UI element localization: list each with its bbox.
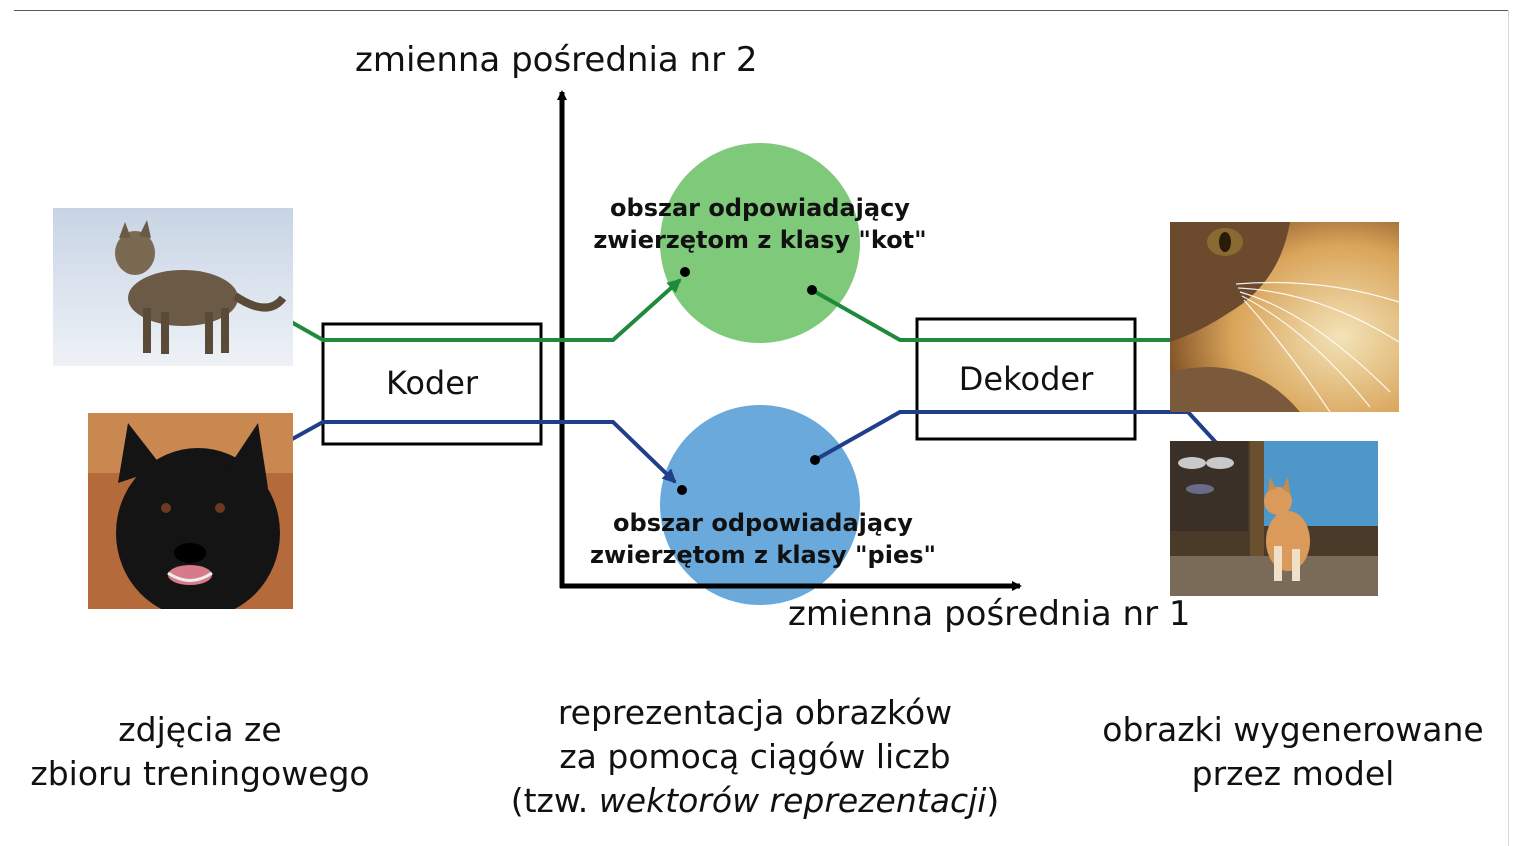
dog-latent-point-in — [677, 485, 687, 495]
dog-region-label-line1: obszar odpowiadający — [613, 509, 913, 537]
caption-left-line2: zbioru treningowego — [30, 754, 370, 793]
y-axis-label: zmienna pośrednia nr 2 — [355, 40, 758, 80]
dog-region-label: obszar odpowiadający zwierzętom z klasy … — [563, 507, 963, 571]
cat-latent-point-out — [807, 285, 817, 295]
output-dog-photo — [1170, 441, 1378, 596]
cat-region-label: obszar odpowiadający zwierzętom z klasy … — [560, 192, 960, 256]
top-border — [14, 10, 1509, 11]
dog-region-label-line2: zwierzętom z klasy "pies" — [589, 541, 937, 569]
cat-region-label-line1: obszar odpowiadający — [610, 194, 910, 222]
caption-center-line3-italic: wektorów reprezentacji — [598, 781, 987, 820]
caption-center-line3-close: ) — [986, 781, 1000, 820]
cat-region-label-line2: zwierzętom z klasy "kot" — [593, 226, 927, 254]
dog-latent-point-out — [810, 455, 820, 465]
caption-center-line3-open: (tzw. — [510, 781, 599, 820]
caption-center-line1: reprezentacja obrazków — [557, 693, 953, 732]
caption-generated-images: obrazki wygenerowane przez model — [1080, 708, 1506, 796]
right-border — [1508, 10, 1509, 846]
output-cat-closeup-photo — [1170, 222, 1399, 412]
caption-center-line2: za pomocą ciągów liczb — [559, 737, 951, 776]
cat-latent-point-in — [680, 267, 690, 277]
input-cat-photo — [53, 208, 293, 366]
caption-center-line3: (tzw. wektorów reprezentacji) — [455, 779, 1055, 823]
caption-right-line1: obrazki wygenerowane — [1102, 710, 1484, 749]
x-axis-label: zmienna pośrednia nr 1 — [788, 594, 1191, 634]
caption-left-line1: zdjęcia ze — [118, 710, 282, 749]
dog-region — [660, 405, 860, 605]
input-dog-photo — [88, 413, 293, 609]
decoder-label: Dekoder — [958, 360, 1094, 398]
caption-training-photos: zdjęcia ze zbioru treningowego — [0, 708, 400, 796]
encoder-label: Koder — [385, 364, 479, 402]
caption-representation: reprezentacja obrazków za pomocą ciągów … — [455, 691, 1055, 823]
caption-right-line2: przez model — [1191, 754, 1395, 793]
